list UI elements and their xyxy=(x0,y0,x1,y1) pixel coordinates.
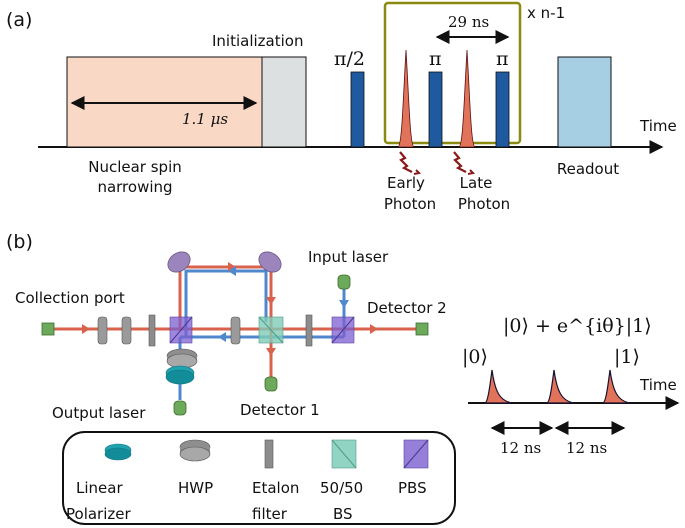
detector1-fiber xyxy=(264,376,278,392)
duration-label: 1.1 μs xyxy=(182,110,228,128)
pulse-state-1 xyxy=(602,369,631,404)
legend-hwp-label: HWP xyxy=(178,479,213,497)
beam-arrow-icon xyxy=(82,324,90,334)
late-label-line1: Late xyxy=(460,174,493,192)
beam-arrow-icon xyxy=(266,348,276,356)
spacing1-label: 12 ns xyxy=(500,439,541,457)
collection-port-label: Collection port xyxy=(15,289,125,307)
pulse-pi-half xyxy=(350,71,365,148)
bs-diagonal xyxy=(258,316,284,344)
beam-arrow-icon xyxy=(228,266,236,276)
input-laser-source xyxy=(337,274,351,290)
legend-etalon-line2: filter xyxy=(252,505,288,523)
polarizer-output-bottom xyxy=(165,369,195,385)
pulse-pi-1 xyxy=(428,71,443,148)
panel-a: (a) Time Initialization 1.1 μs Nuclear s… xyxy=(6,1,677,213)
beam-arrow-icon xyxy=(370,324,378,334)
pulse-pi-2 xyxy=(495,71,510,148)
state-0-label: |0⟩ xyxy=(462,346,488,368)
legend-bs-icon-diagonal xyxy=(331,439,357,469)
legend-polarizer-icon-bottom xyxy=(104,447,132,461)
mirror-left xyxy=(167,251,191,273)
hwp-1 xyxy=(97,316,108,345)
hwp-2 xyxy=(121,316,132,345)
readout-label: Readout xyxy=(557,160,619,178)
nuclear-label-line1: Nuclear spin xyxy=(88,158,182,176)
late-photon-peak xyxy=(458,49,476,148)
pi1-label: π xyxy=(429,48,442,70)
pi2-label: π xyxy=(496,48,509,70)
initialization-label: Initialization xyxy=(212,32,303,50)
input-laser-label: Input laser xyxy=(308,248,389,266)
state-1-label: |1⟩ xyxy=(614,346,640,368)
legend-hwp-icon-bottom xyxy=(179,446,211,462)
legend-etalon-line1: Etalon xyxy=(252,479,299,497)
pbs-left-diagonal xyxy=(169,316,193,344)
legend-etalon-icon xyxy=(264,439,274,469)
pi-half-label: π/2 xyxy=(334,48,365,70)
repeat-label: x n-1 xyxy=(527,4,565,22)
detector2-fiber xyxy=(415,322,429,336)
legend-box xyxy=(62,431,456,525)
late-photon-squiggle-icon xyxy=(453,151,467,173)
repetition-frame xyxy=(383,1,522,145)
legend-polarizer-line1: Linear xyxy=(76,479,123,497)
mirror-right xyxy=(258,251,282,273)
collection-port-fiber xyxy=(41,322,55,336)
legend-bs-line2: BS xyxy=(333,505,353,523)
beam-arrow-icon xyxy=(228,262,236,272)
panel-b: (b) xyxy=(6,231,680,525)
panel-b-label: (b) xyxy=(6,231,33,253)
beam-arrow-icon xyxy=(218,332,226,342)
legend-bs-line1: 50/50 xyxy=(320,479,363,497)
early-label-line1: Early xyxy=(387,174,425,192)
beam-arrow-icon xyxy=(339,300,349,308)
initialization-block xyxy=(261,56,307,148)
early-photon-squiggle-icon xyxy=(399,151,413,173)
early-photon-arrowhead-icon xyxy=(413,169,422,175)
legend-polarizer-line2: Polarizer xyxy=(66,505,131,523)
legend-pbs-icon-diagonal xyxy=(403,439,429,469)
output-laser-label: Output laser xyxy=(52,404,146,422)
pulse-state-0 xyxy=(484,369,513,404)
late-photon-arrowhead-icon xyxy=(467,169,476,175)
pbs-right-diagonal xyxy=(331,316,355,344)
etalon-1 xyxy=(148,314,156,347)
spacing-label: 29 ns xyxy=(448,13,489,31)
readout-block xyxy=(557,56,612,148)
spacing2-label: 12 ns xyxy=(566,439,607,457)
legend-pbs-label: PBS xyxy=(398,479,427,497)
state-superposition-label: |0⟩ + e^{iθ}|1⟩ xyxy=(503,315,652,337)
loop-beam-blue xyxy=(184,269,268,337)
time-label-b: Time xyxy=(639,376,677,394)
etalon-2 xyxy=(305,314,313,347)
detector2-label: Detector 2 xyxy=(367,299,447,317)
early-label-line2: Photon xyxy=(384,195,436,213)
beam-arrow-icon xyxy=(266,297,276,305)
pulse-superposition xyxy=(546,369,575,404)
time-label-a: Time xyxy=(639,117,677,135)
output-laser-source xyxy=(173,400,187,416)
nuclear-label-line2: narrowing xyxy=(97,178,172,196)
detector1-label: Detector 1 xyxy=(240,401,320,419)
hwp-3 xyxy=(230,316,241,345)
late-label-line2: Photon xyxy=(458,195,510,213)
early-photon-peak xyxy=(397,49,415,148)
panel-a-label: (a) xyxy=(6,9,32,31)
